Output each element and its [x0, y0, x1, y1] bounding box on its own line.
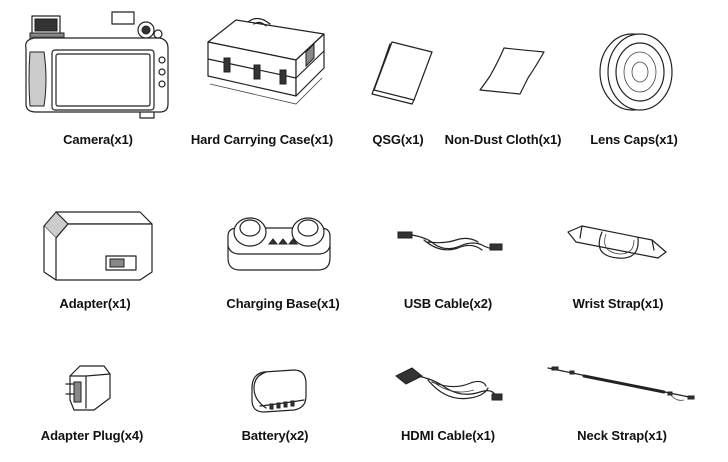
item-label: Non-Dust Cloth(x1): [444, 132, 562, 147]
item-label: Hard Carrying Case(x1): [190, 132, 334, 147]
carrying-case-icon: [196, 12, 332, 114]
item-label: Battery(x2): [241, 428, 309, 443]
item-label: Lens Caps(x1): [590, 132, 678, 147]
booklet-icon: [370, 34, 436, 104]
cloth-icon: [476, 42, 548, 98]
item-label: Charging Base(x1): [226, 296, 340, 311]
item-label: Camera(x1): [63, 132, 133, 147]
neck-strap-icon: [544, 362, 704, 406]
charging-base-icon: [224, 214, 334, 272]
item-label: QSG(x1): [372, 132, 424, 147]
item-label: Adapter(x1): [59, 296, 131, 311]
battery-icon: [246, 364, 310, 416]
lens-cap-icon: [594, 26, 678, 116]
usb-cable-icon: [394, 224, 506, 260]
item-label: Wrist Strap(x1): [572, 296, 664, 311]
adapter-plug-icon: [64, 360, 116, 414]
wrist-strap-icon: [562, 220, 674, 264]
item-label: Adapter Plug(x4): [40, 428, 144, 443]
item-label: HDMI Cable(x1): [401, 428, 495, 443]
camera-icon: [22, 8, 172, 120]
item-label: Neck Strap(x1): [577, 428, 667, 443]
item-label: USB Cable(x2): [403, 296, 493, 311]
adapter-icon: [36, 206, 156, 282]
hdmi-cable-icon: [392, 362, 512, 414]
